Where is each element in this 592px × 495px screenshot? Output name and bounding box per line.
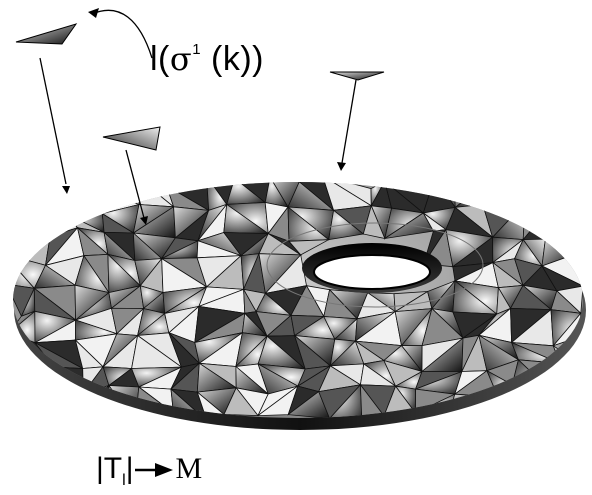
mesh-triangle xyxy=(558,361,583,400)
mesh-triangle xyxy=(544,211,577,240)
mesh-triangle xyxy=(546,211,583,229)
arrowheads xyxy=(62,8,346,225)
arrow-3 xyxy=(341,79,357,164)
mesh-triangle xyxy=(13,389,43,418)
mesh-triangle xyxy=(138,182,175,208)
formula-l: l( xyxy=(150,40,170,78)
floating-triangle-3 xyxy=(329,71,385,81)
mesh-triangle xyxy=(33,397,80,416)
mesh-triangle xyxy=(328,209,365,241)
mesh-triangle xyxy=(13,182,42,213)
formula-rest: (k)) xyxy=(201,40,264,78)
caption-right: M xyxy=(175,452,203,485)
floating-triangle-1 xyxy=(15,23,78,45)
mesh-triangle xyxy=(13,366,55,399)
mesh-triangle xyxy=(65,186,103,215)
mesh-triangle xyxy=(40,182,76,215)
arrow-2 xyxy=(125,149,145,219)
mesh-triangle xyxy=(21,205,51,240)
caption-left: |T xyxy=(96,452,123,485)
mesh-triangle xyxy=(558,361,579,399)
caption-bar: | xyxy=(125,452,134,485)
mesh-triangle xyxy=(524,182,551,213)
curved-arrow xyxy=(91,9,153,59)
mesh-triangle xyxy=(40,205,68,238)
mesh-triangle xyxy=(66,182,100,216)
caption-map: |Tl| M xyxy=(96,452,202,490)
map-arrow-icon xyxy=(135,462,174,478)
mesh-triangle xyxy=(522,202,547,241)
mesh-triangle xyxy=(482,182,527,205)
mesh-triangle xyxy=(41,392,84,413)
mesh-triangle xyxy=(223,387,259,417)
inner-ridge xyxy=(266,222,484,308)
mesh-triangle xyxy=(491,182,526,204)
mesh-triangle xyxy=(362,204,386,240)
arrows xyxy=(39,9,357,219)
mesh-triangle xyxy=(545,182,583,213)
hole xyxy=(313,254,431,290)
mesh-triangle xyxy=(14,398,42,418)
mesh-triangle xyxy=(13,182,38,213)
mesh-triangle xyxy=(522,210,547,241)
mesh-triangle xyxy=(545,182,583,216)
mesh-triangle xyxy=(511,182,552,204)
mesh-triangle xyxy=(288,239,329,256)
arrow-1 xyxy=(39,57,67,185)
mesh-triangle xyxy=(35,182,77,207)
mesh-triangle xyxy=(509,397,560,418)
formula-exponent: 1 xyxy=(192,40,202,58)
formula-label: l(σ1 (k)) xyxy=(150,40,264,79)
mesh-triangle xyxy=(546,394,583,418)
mesh-triangle xyxy=(453,182,493,208)
mesh-triangle xyxy=(13,205,43,241)
mesh-triangle xyxy=(546,394,583,418)
mesh-triangle xyxy=(510,384,561,418)
floating-triangle-2 xyxy=(102,126,161,151)
formula-sigma: σ xyxy=(169,40,193,78)
caption-subscript: l xyxy=(122,472,126,489)
mesh-triangle xyxy=(13,235,51,266)
